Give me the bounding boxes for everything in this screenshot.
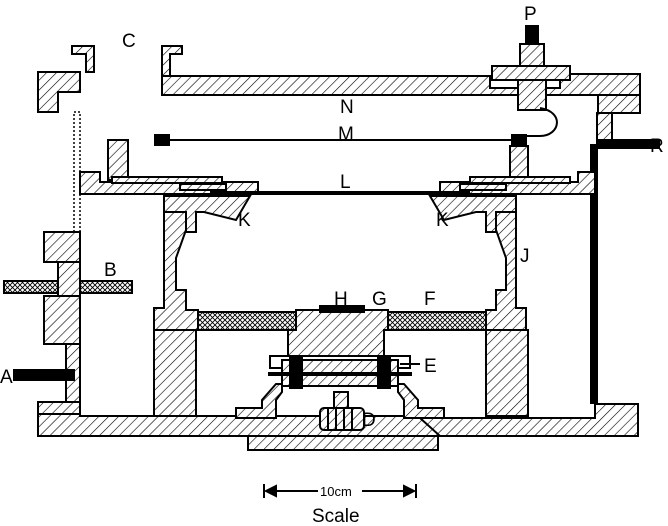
label-j: J — [520, 246, 530, 267]
label-l: L — [340, 172, 351, 193]
right-wall — [590, 112, 613, 404]
label-k-right: K — [436, 210, 449, 231]
stage-e — [268, 355, 420, 389]
label-p: P — [524, 4, 537, 25]
pillars — [153, 329, 529, 417]
label-e: E — [424, 356, 437, 377]
feedthrough-p — [491, 25, 571, 137]
label-a: A — [0, 367, 13, 388]
label-h: H — [334, 289, 348, 310]
plate-f — [197, 311, 487, 331]
left-wall — [37, 71, 81, 415]
wire-m — [107, 134, 529, 183]
label-m: M — [338, 124, 354, 145]
scale-length-text: 10cm — [320, 484, 352, 499]
support-shelf — [79, 171, 596, 195]
cylinder-j-left — [153, 211, 199, 331]
sample-h — [319, 305, 365, 313]
label-n: N — [340, 97, 354, 118]
knob-d — [319, 407, 365, 431]
label-f: F — [424, 289, 436, 310]
label-r: R — [650, 136, 664, 157]
scale-bar: 10cm Scale — [263, 484, 417, 526]
center-block-g — [287, 309, 389, 357]
label-c: C — [122, 31, 136, 52]
label-d: D — [362, 410, 376, 431]
mount-d — [235, 383, 445, 419]
label-b: B — [104, 260, 117, 281]
label-g: G — [372, 289, 387, 310]
port-b — [3, 261, 133, 297]
port-r — [596, 139, 660, 149]
label-k-left: K — [238, 210, 251, 231]
cylinder-j-right — [485, 211, 527, 331]
scale-caption: Scale — [312, 506, 360, 526]
port-a — [13, 369, 75, 381]
